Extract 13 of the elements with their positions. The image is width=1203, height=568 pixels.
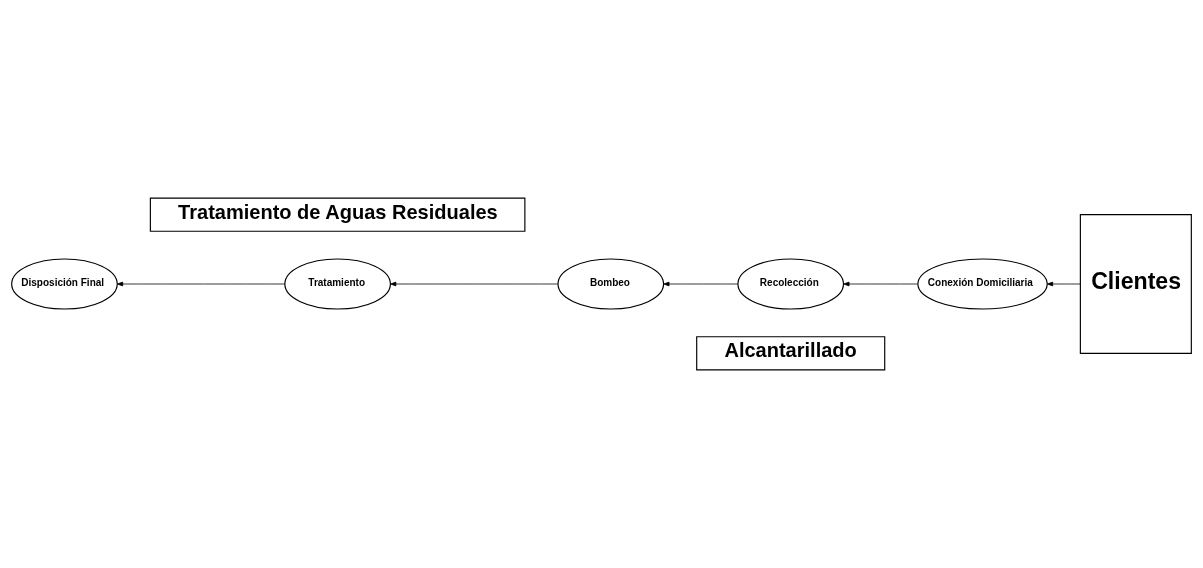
node-ellipse: Disposición Final: [11, 258, 118, 310]
node-box: Clientes: [1079, 214, 1192, 354]
arrow: [843, 281, 918, 287]
arrow: [390, 281, 559, 287]
node-box: Alcantarillado: [696, 336, 886, 371]
arrow: [116, 281, 286, 287]
node-ellipse: Tratamiento: [284, 258, 391, 310]
node-ellipse: Conexión Domiciliaria: [917, 258, 1048, 310]
node-box: Tratamiento de Aguas Residuales: [149, 197, 526, 232]
node-ellipse: Bombeo: [557, 258, 665, 310]
arrow: [1046, 281, 1081, 287]
node-ellipse: Recolección: [737, 258, 845, 310]
arrow: [663, 281, 739, 287]
